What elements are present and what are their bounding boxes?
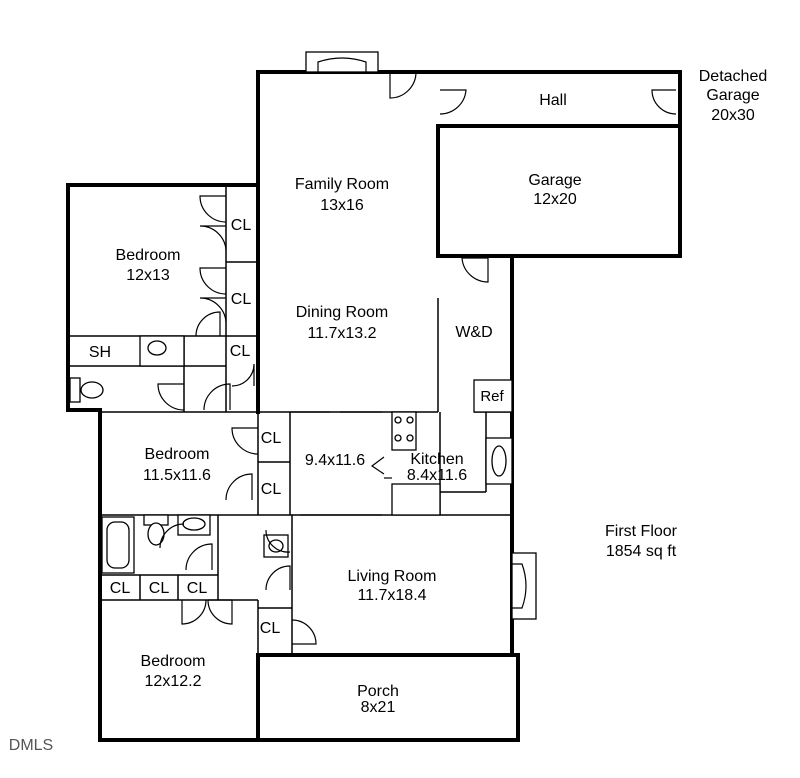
living-room-size: 11.7x18.4 (357, 587, 426, 604)
room-labels: Family Room 13x16 Dining Room 11.7x13.2 … (9, 68, 767, 754)
kitchen-size: 8.4x11.6 (407, 467, 467, 484)
closet-label: CL (110, 580, 131, 597)
closet-label: CL (187, 580, 208, 597)
floor-area: 1854 sq ft (606, 543, 677, 560)
fixtures (69, 51, 537, 620)
closet-label: CL (230, 343, 251, 360)
detached-garage-line1: Detached (699, 68, 768, 85)
bedroom-nw-size: 12x13 (126, 267, 170, 284)
porch-size: 8x21 (361, 699, 396, 716)
toilet-tank (69, 377, 81, 403)
laundry-name: W&D (455, 324, 492, 341)
refrigerator-label: Ref (480, 388, 504, 405)
detached-garage-line2: Garage (706, 87, 759, 104)
closet-label: CL (231, 291, 252, 308)
refrigerator (473, 379, 513, 413)
closet-label: CL (149, 580, 170, 597)
detached-garage-size: 20x30 (711, 107, 755, 124)
living-room-name: Living Room (348, 568, 437, 585)
garage-size: 12x20 (533, 191, 577, 208)
bedroom-nw-name: Bedroom (116, 247, 181, 264)
kitchen-name: Kitchen (410, 451, 463, 468)
bedroom-mid-size: 11.5x11.6 (143, 467, 211, 484)
family-room-size: 13x16 (320, 197, 364, 214)
kitchen-counter (391, 483, 441, 516)
breakfast-size: 9.4x11.6 (305, 452, 365, 469)
closet-label: CL (260, 620, 281, 637)
dining-room-size: 11.7x13.2 (307, 325, 376, 342)
floor-name: First Floor (605, 523, 678, 540)
bedroom-sw-size: 12x12.2 (145, 673, 202, 690)
closet-labels: CL CL CL CL CL CL CL CL CL (110, 217, 282, 637)
fireplace-top (305, 51, 379, 73)
closet-label: CL (261, 430, 282, 447)
shower-label: SH (89, 344, 111, 361)
fireplace-east (511, 552, 537, 620)
dining-room-name: Dining Room (296, 304, 388, 321)
closet-label: CL (261, 481, 282, 498)
closet-label: CL (231, 217, 252, 234)
bedroom-mid-name: Bedroom (145, 446, 210, 463)
hall-name: Hall (539, 92, 567, 109)
family-room-name: Family Room (295, 176, 389, 193)
garage-name: Garage (528, 172, 581, 189)
doors (157, 71, 677, 645)
bedroom-sw-name: Bedroom (141, 653, 206, 670)
exterior-walls (66, 70, 682, 742)
dmls-watermark: DMLS (9, 737, 53, 754)
porch-name: Porch (357, 683, 399, 700)
